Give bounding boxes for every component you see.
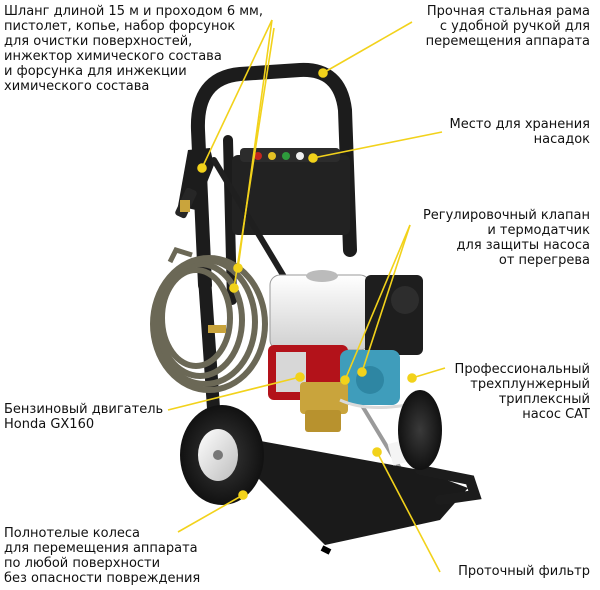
label-storage: Место для хранения насадок	[449, 117, 590, 147]
nozzle-green	[282, 152, 290, 160]
label-wheels: Полнотелые колеса для перемещения аппара…	[4, 526, 201, 586]
dot-engine	[295, 372, 305, 382]
dot-filter	[372, 447, 382, 457]
engine	[268, 270, 423, 400]
left-wheel	[180, 405, 264, 505]
dot-valve-b	[357, 367, 367, 377]
pump	[300, 350, 431, 432]
hose-fitting	[208, 325, 226, 333]
dot-pump	[407, 373, 417, 383]
label-hose: Шланг длиной 15 м и проходом 6 мм, писто…	[4, 4, 263, 94]
dot-wheels	[238, 490, 248, 500]
dot-hose-b	[233, 263, 243, 273]
dot-storage	[308, 153, 318, 163]
dot-hose-c	[229, 283, 239, 293]
steel-frame	[190, 62, 357, 437]
base	[250, 436, 482, 555]
dot-valve-a	[340, 375, 350, 385]
nozzle-red	[254, 152, 262, 160]
label-filter: Проточный фильтр	[458, 564, 590, 579]
nozzle-white	[296, 152, 304, 160]
leader-lines	[167, 19, 446, 573]
label-frame: Прочная стальная рама с удобной ручкой д…	[425, 4, 590, 49]
nozzle-yellow	[268, 152, 276, 160]
dot-hose-a	[197, 163, 207, 173]
dot-frame	[318, 68, 328, 78]
label-valve: Регулировочный клапан и термодатчик для …	[422, 208, 590, 268]
right-wheel	[398, 390, 442, 470]
nozzle-storage-box	[232, 148, 350, 235]
label-engine: Бензиновый двигатель Honda GX160	[4, 402, 164, 432]
label-pump: Профессиональный трехплунжерный триплекс…	[454, 362, 590, 422]
hose-coil	[150, 246, 268, 393]
